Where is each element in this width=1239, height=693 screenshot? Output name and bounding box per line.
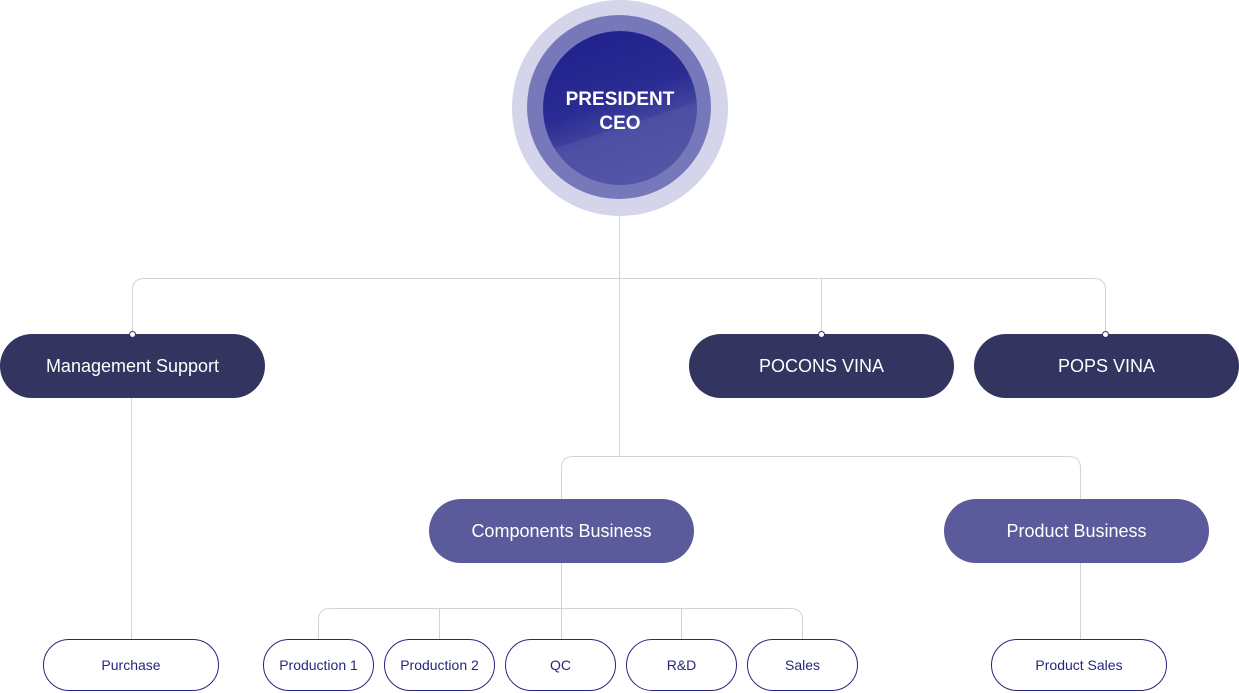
team-label: Production 2 <box>400 657 479 673</box>
division-pocons-vina: POCONS VINA <box>689 334 954 398</box>
business-bracket-line <box>561 456 1081 499</box>
division-label: Components Business <box>471 520 652 541</box>
team-sales: Sales <box>747 639 858 691</box>
division-management-support: Management Support <box>0 334 265 398</box>
ceo-title-ceo: CEO <box>599 113 641 134</box>
division-label: POPS VINA <box>1057 355 1156 376</box>
ceo-node-label: PRESIDENT CEO <box>543 88 697 136</box>
team-purchase: Purchase <box>43 639 219 691</box>
team-label: Production 1 <box>279 657 358 673</box>
connector-dot <box>128 330 136 338</box>
connector-dot <box>817 330 825 338</box>
top-bracket-line <box>132 278 1106 334</box>
team-label: R&D <box>666 657 697 673</box>
ceo-title-president: PRESIDENT <box>565 89 675 110</box>
division-pops-vina: POPS VINA <box>974 334 1239 398</box>
connector-dot <box>1101 330 1109 338</box>
team-label: Purchase <box>101 657 161 673</box>
division-components-business: Components Business <box>429 499 694 563</box>
components-bracket-line <box>318 608 803 639</box>
team-production-2: Production 2 <box>384 639 495 691</box>
team-label: Sales <box>784 657 821 673</box>
team-label: QC <box>550 657 571 673</box>
team-label: Product Sales <box>1035 657 1123 673</box>
team-production-1: Production 1 <box>263 639 374 691</box>
division-label: Product Business <box>1006 520 1147 541</box>
team-product-sales: Product Sales <box>991 639 1167 691</box>
team-rnd: R&D <box>626 639 737 691</box>
division-product-business: Product Business <box>944 499 1209 563</box>
division-label: Management Support <box>45 355 220 376</box>
ceo-node-core <box>543 31 697 185</box>
division-label: POCONS VINA <box>758 355 885 376</box>
team-qc: QC <box>505 639 616 691</box>
